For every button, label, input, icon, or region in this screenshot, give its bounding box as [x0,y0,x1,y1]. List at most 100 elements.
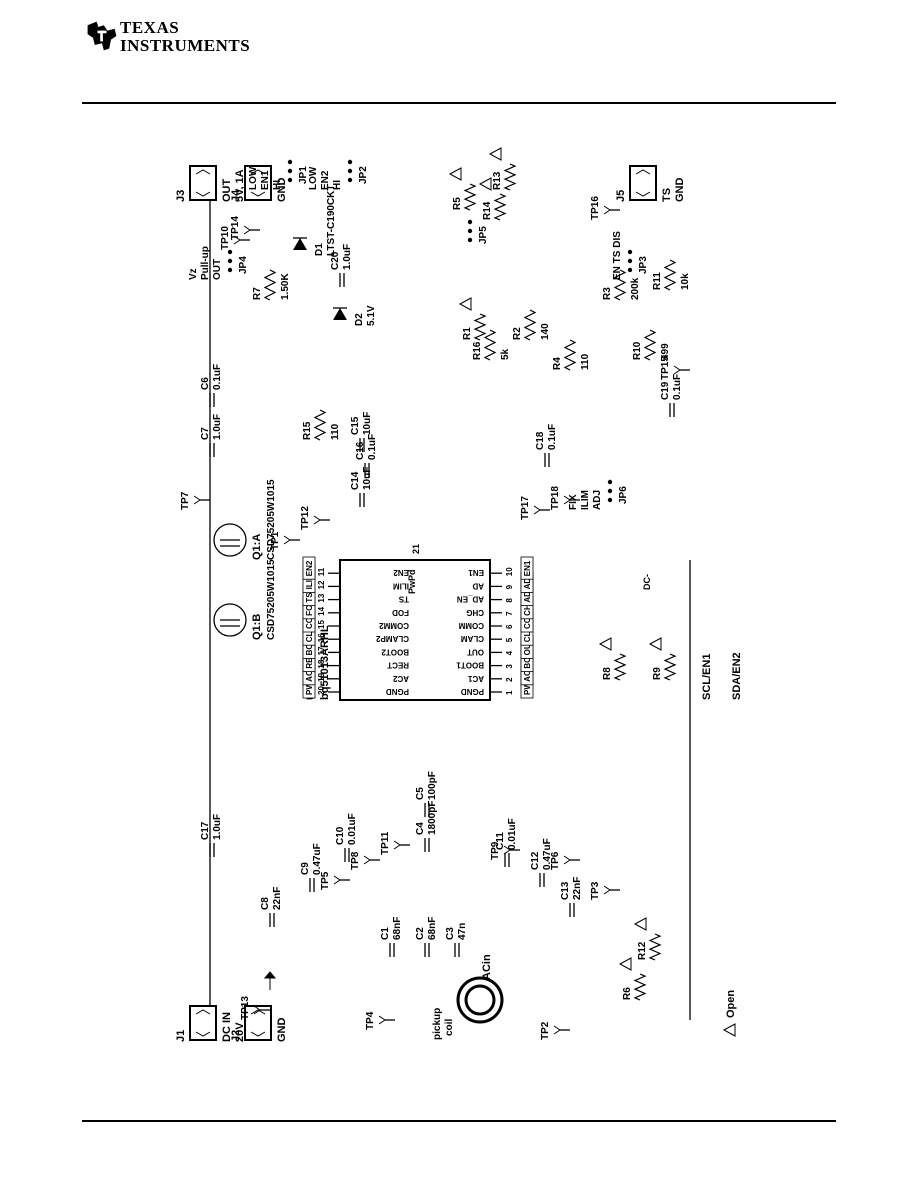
testpoint-tp7: TP7 [180,491,191,510]
jumper-jp5: JP5 [478,226,489,244]
resistor-r13 [503,163,517,191]
ic-pin-name-right: AC2 [392,674,409,683]
legend-open-label: Open [725,990,737,1018]
capacitor-ref-c17: C17 [200,821,211,840]
jumper-pin [467,237,473,243]
jumper-label-jp2: LOW [308,166,319,190]
ic-pad-label: PwPd [407,569,417,594]
connector-pin-icon [195,1009,211,1037]
coil-label1: pickup [432,1008,443,1040]
net-tag-left: AC [523,670,532,682]
testpoint-tp15: TP15 [660,356,671,380]
testpoint-icon [603,205,611,215]
resistor-ref-r6: R6 [622,987,633,1000]
jumper-label-jp4: Pull-up [200,246,211,280]
testpoint-icon [333,875,341,885]
capacitor-value-c8: 22nF [272,887,283,910]
testpoint-tp11: TP11 [380,831,391,855]
ic-pin-name-left: AC1 [467,674,484,683]
testpoint-tp8: TP8 [350,851,361,870]
connector-ref-j5: J5 [615,190,627,202]
diode-ref-d1: D1 [314,243,325,256]
resistor-ref-r5: R5 [452,197,463,210]
net-tag-right: TS [305,592,314,603]
testpoint-icon [233,235,241,245]
capacitor-value-c3: 47n [457,923,468,940]
ic-pin-name-right: PGND [386,687,409,696]
ic-pin-number-right: 16 [317,633,326,642]
jumper-pin [607,497,613,503]
capacitor-ref-c9: C9 [300,862,311,875]
connector-pin-icon [195,169,211,197]
i2c-sda-label: SDA/EN2 [731,652,743,700]
mosfet-part-q1-a: CSD75205W1015 [266,479,277,560]
capacitor-value-c1: 68nF [392,917,403,940]
ic-pin-number-left: 9 [505,584,514,589]
jumper-pin [607,488,613,494]
testpoint-icon [313,515,321,525]
jumper-pin [227,258,233,264]
capacitor-ref-c15: C15 [350,416,361,435]
ic-pin-name-right: FOD [392,608,409,617]
testpoint-tp16: TP16 [590,196,601,220]
resistor-r11 [663,259,677,291]
pickup-coil-icon [456,976,504,1024]
testpoint-tp3: TP3 [590,881,601,900]
capacitor-value-c6: 0.1uF [212,364,223,390]
capacitor-ref-c12: C12 [530,851,541,870]
jumper-label-jp4: Vz [188,268,199,280]
ic-pin-number-left: 1 [505,690,514,695]
footer-rule [82,1120,836,1122]
jumper-jp1: JP1 [298,166,309,184]
capacitor-value-c4: 1800pF [427,801,438,835]
open-marker-icon [598,637,612,651]
jumper-jp4: JP4 [238,256,249,274]
capacitor-value-c2: 68nF [427,917,438,940]
resistor-ref-r1: R1 [462,327,473,340]
jumper-pin [347,177,353,183]
jumper-pin [347,168,353,174]
testpoint-tp9: TP9 [490,841,501,860]
testpoint-tp17: TP17 [520,496,531,520]
resistor-ref-r2: R2 [512,327,523,340]
jumper-label-jp6: ADJ [592,490,603,510]
testpoint-tp12: TP12 [300,506,311,530]
capacitor-value-c13: 22nF [572,877,583,900]
ic-part: bq51013ARHL [319,625,331,700]
resistor-ref-r8: R8 [602,667,613,680]
resistor-value-r15: 110 [330,423,341,440]
resistor-ref-r14: R14 [482,201,493,220]
jumper-pin [607,479,613,485]
resistor-value-r16: 5k [500,348,511,360]
testpoint-tp13: TP13 [240,996,251,1020]
jumper-label-jp1: HI [272,180,283,190]
resistor-r10 [643,329,657,361]
resistor-r9 [663,653,677,681]
resistor-r1 [473,313,487,341]
ic-pin-name-left: AD [472,581,484,590]
ic-pin-name-left: EN1 [468,568,484,577]
capacitor-ref-c2: C2 [415,927,426,940]
resistor-r8 [613,653,627,681]
ic-pin-name-right: BOOT2 [381,647,409,656]
capacitor-ref-c4: C4 [415,822,426,835]
capacitor-ref-c6: C6 [200,377,211,390]
testpoint-icon [673,365,681,375]
open-marker-icon [458,297,472,311]
ic-u1 [339,559,491,701]
connector-pin-icon [250,169,266,197]
diode-part-d2: 5.1V [366,305,377,326]
connector-desc2-j5: GND [674,178,686,203]
resistor-value-r10: 499 [660,343,671,360]
ic-pin-name-right: CLAMP2 [376,634,409,643]
ic-pin-number-right: 14 [317,606,326,615]
connector-ref-j1: J1 [175,1030,187,1042]
jumper-pin [467,228,473,234]
ic-pin-number-left: 7 [505,611,514,616]
jumper-label-jp6: ILIM [580,490,591,510]
resistor-r3 [613,269,627,301]
capacitor-ref-c8: C8 [260,897,271,910]
testpoint-icon [243,225,251,235]
